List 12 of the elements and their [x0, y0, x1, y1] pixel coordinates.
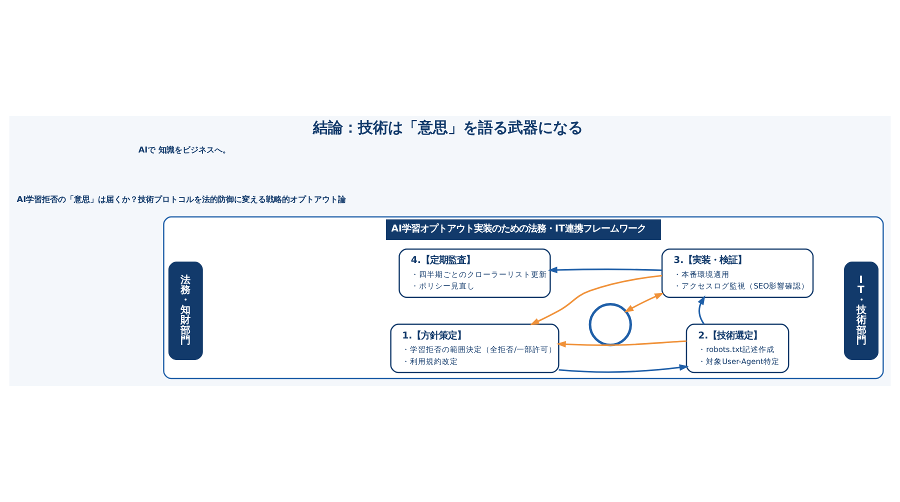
arrow [530, 274, 662, 326]
diagram-title: 結論：技術は「意思」を語る武器になる [313, 118, 584, 136]
arrow [698, 295, 706, 324]
node-box: IT・技術部門 [844, 262, 878, 360]
node-circle [588, 303, 632, 346]
arrow [624, 292, 664, 313]
arrow [548, 266, 662, 274]
label: AIで 知識をビジネスへ。 [138, 144, 230, 155]
arrow [558, 364, 689, 373]
arrow [556, 340, 687, 348]
node-box: 法務・知財部門 [168, 262, 203, 360]
label: AI学習拒否の「意思」は届くか？技術プロトコルを法的防御に変える戦略的オプトアウト論 [16, 194, 346, 204]
